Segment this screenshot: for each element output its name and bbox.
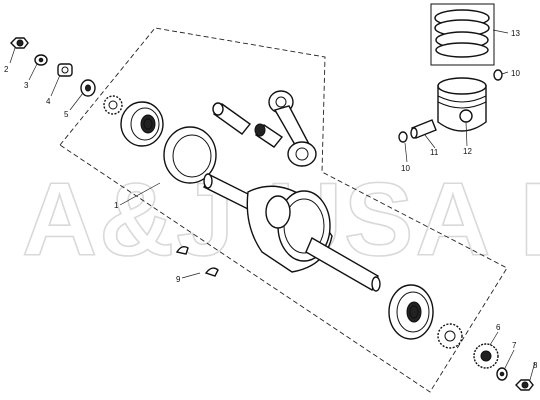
callout-8: 8	[533, 361, 538, 370]
callout-9: 9	[176, 275, 181, 284]
callout-10-lower: 10	[401, 164, 410, 173]
part-12-piston	[437, 77, 487, 132]
callout-12: 12	[463, 147, 472, 156]
assembly-boundary	[59, 27, 508, 393]
thrust-washer	[163, 126, 217, 184]
callout-2: 2	[4, 65, 9, 74]
part-8-nut	[515, 379, 534, 391]
callout-3: 3	[24, 81, 29, 90]
callout-11: 11	[430, 148, 439, 157]
callout-1: 1	[114, 201, 119, 210]
lower-sprocket	[437, 323, 463, 349]
part-11-piston-pin	[410, 119, 437, 139]
part-4-collar	[57, 63, 73, 77]
part-2-flange-nut	[10, 37, 29, 49]
small-end-sleeve	[212, 102, 252, 135]
needle-bearing	[254, 123, 284, 148]
lower-bearing	[388, 284, 434, 340]
part-3-washer	[34, 54, 48, 66]
part-10-circlip-lower	[398, 131, 408, 143]
callout-4: 4	[46, 97, 51, 106]
part-6-gear	[473, 343, 499, 369]
part-13-piston-rings	[430, 3, 495, 66]
callout-13: 13	[511, 29, 520, 38]
part-10-circlip-upper	[493, 69, 503, 81]
callout-10-upper: 10	[511, 69, 520, 78]
callout-5: 5	[64, 110, 69, 119]
connecting-rod	[268, 90, 317, 167]
leader-lines	[9, 29, 536, 381]
callout-7: 7	[512, 341, 517, 350]
upper-bearing	[120, 101, 164, 147]
callout-6: 6	[496, 323, 501, 332]
part-7-washer	[496, 367, 508, 381]
crankshaft	[203, 173, 381, 292]
part-5-washer	[80, 79, 96, 97]
part-9-woodruff-keys	[175, 245, 219, 277]
upper-sprocket	[103, 95, 123, 115]
